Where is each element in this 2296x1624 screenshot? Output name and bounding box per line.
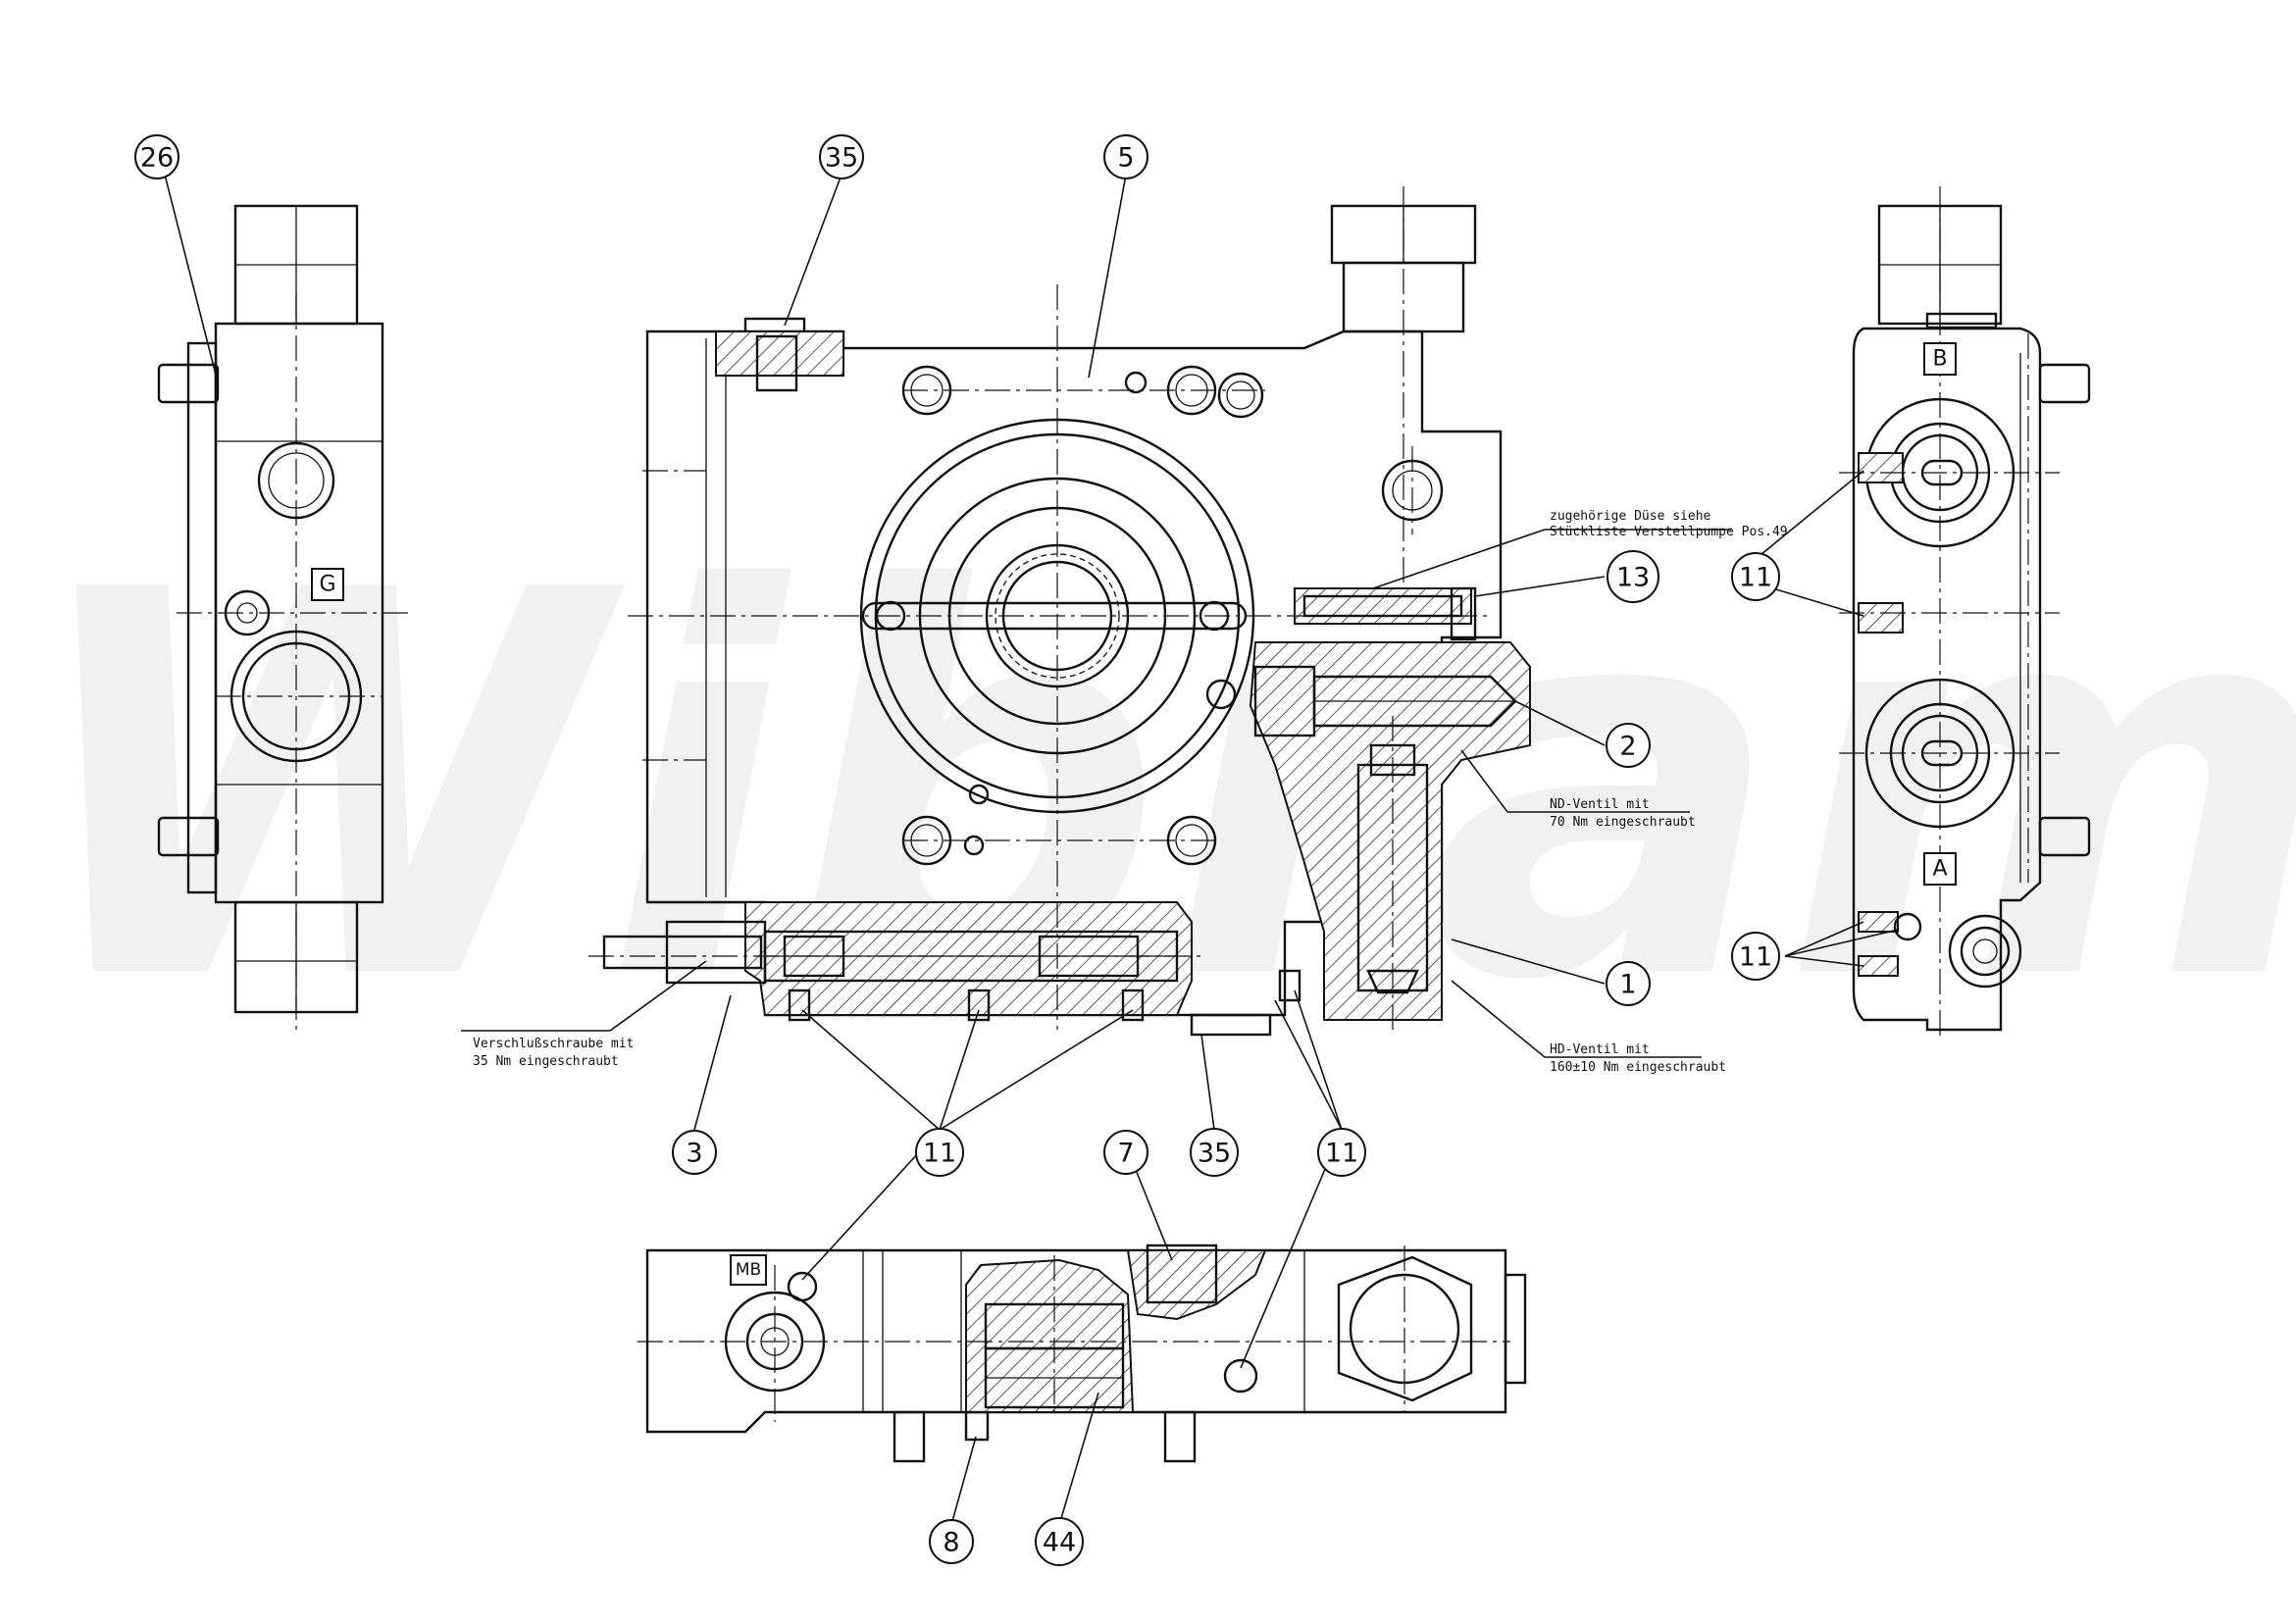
- svg-text:35: 35: [825, 143, 858, 174]
- callout-44: 44: [1035, 1517, 1084, 1566]
- note-nozzle-line2: Stückliste Verstellpumpe Pos.49: [1550, 525, 1788, 539]
- svg-text:5: 5: [1117, 143, 1134, 174]
- callout-1: 1: [1606, 961, 1651, 1006]
- svg-text:11: 11: [1325, 1139, 1358, 1169]
- svg-text:8: 8: [943, 1528, 959, 1558]
- note-hd-line2: 160±10 Nm eingeschraubt: [1550, 1060, 1726, 1075]
- svg-text:35: 35: [1198, 1139, 1231, 1169]
- callout-7: 7: [1103, 1130, 1148, 1175]
- svg-text:B: B: [1932, 347, 1947, 372]
- note-nd-line2: 70 Nm eingeschraubt: [1550, 815, 1696, 830]
- left-side-view: [157, 204, 412, 1030]
- callout-35-bottom: 35: [1190, 1128, 1239, 1177]
- port-label-b: B: [1923, 342, 1957, 376]
- callout-11-bottom-right: 11: [1317, 1128, 1366, 1177]
- callout-3: 3: [672, 1130, 717, 1175]
- callout-13: 13: [1607, 550, 1659, 603]
- svg-text:7: 7: [1117, 1139, 1134, 1169]
- svg-text:11: 11: [923, 1139, 956, 1169]
- svg-text:A: A: [1932, 857, 1947, 882]
- note-nozzle-line1: zugehörige Düse siehe: [1550, 509, 1711, 524]
- bottom-view: [638, 1243, 1527, 1463]
- note-plug-line1: Verschlußschraube mit: [473, 1037, 634, 1051]
- svg-text:G: G: [319, 573, 335, 597]
- callout-2: 2: [1606, 723, 1651, 768]
- callout-8: 8: [929, 1519, 974, 1564]
- callout-26: 26: [134, 134, 179, 179]
- callout-35-top: 35: [819, 134, 864, 179]
- port-label-g: G: [311, 568, 344, 601]
- note-plug-line2: 35 Nm eingeschraubt: [473, 1054, 619, 1069]
- svg-text:44: 44: [1043, 1528, 1076, 1558]
- svg-text:11: 11: [1739, 942, 1772, 973]
- port-label-a: A: [1923, 852, 1957, 886]
- right-side-view: [1839, 186, 2091, 1040]
- note-hd-line1: HD-Ventil mit: [1550, 1042, 1650, 1057]
- note-nd-line1: ND-Ventil mit: [1550, 797, 1650, 812]
- svg-text:11: 11: [1739, 563, 1772, 593]
- svg-text:MB: MB: [736, 1260, 761, 1280]
- callout-11-bottom-left: 11: [915, 1128, 964, 1177]
- svg-text:26: 26: [140, 143, 174, 174]
- main-front-view: [588, 186, 1531, 1037]
- svg-text:1: 1: [1619, 970, 1636, 1000]
- annotation-notes: zugehörige Düse siehe Stückliste Verstel…: [473, 509, 1788, 1075]
- svg-text:13: 13: [1616, 563, 1650, 593]
- callout-11-right-bottom: 11: [1731, 932, 1780, 981]
- callout-11-right-top: 11: [1731, 552, 1780, 601]
- callout-5: 5: [1103, 134, 1148, 179]
- port-label-mb: MB: [730, 1254, 767, 1286]
- svg-text:2: 2: [1619, 732, 1636, 762]
- svg-text:3: 3: [686, 1139, 702, 1169]
